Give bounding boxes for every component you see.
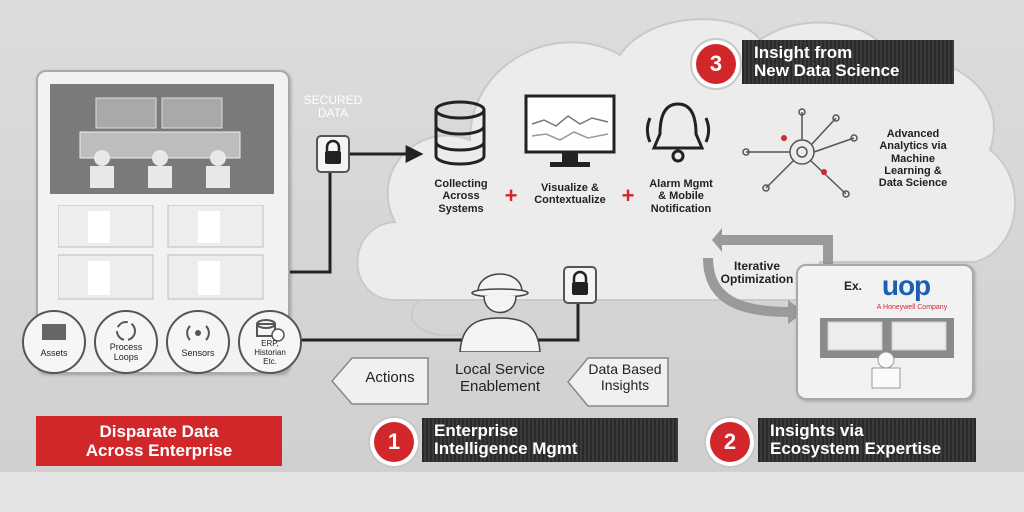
alarm-label: Alarm Mgmt & Mobile Notification: [649, 178, 713, 215]
badge-3-label: Insight from New Data Science: [742, 40, 954, 84]
process-loops-circle: Process Loops: [94, 310, 158, 374]
example-prefix: Ex.: [843, 279, 862, 293]
sensor-icon: [186, 325, 210, 341]
bell-icon: [645, 102, 711, 163]
sensors-circle: Sensors: [166, 310, 230, 374]
badge-1-number: 1: [374, 422, 414, 462]
erp-circle: ERP, Historian Etc.: [238, 310, 302, 374]
cycle-icon: [116, 321, 136, 341]
worker-icon: [459, 273, 541, 352]
database-icon: [434, 100, 486, 166]
local-service-label: Local Service Enablement: [454, 361, 546, 395]
motor-icon: [42, 324, 66, 340]
erp-icon: [256, 319, 285, 342]
visualize-label: Visualize & Contextualize: [534, 182, 606, 207]
insights-label: Data Based Insights: [588, 361, 662, 393]
lock-icon: [316, 135, 350, 173]
connector-line: [288, 300, 580, 342]
actions-arrow: [331, 357, 429, 405]
uop-logo: uop: [881, 270, 931, 301]
source-label: Process Loops: [109, 342, 143, 363]
badge-1-label: Enterprise Intelligence Mgmt: [422, 418, 678, 462]
uop-tagline: A Honeywell Company: [876, 304, 948, 311]
cloud-shape: [356, 18, 1016, 301]
operator-icon: [820, 318, 954, 389]
source-label: ERP, Historian Etc.: [254, 339, 286, 366]
badge-2-label: Insights via Ecosystem Expertise: [758, 418, 976, 462]
plus-sign: +: [621, 183, 635, 208]
tanks-icon: [58, 205, 264, 300]
monitor-icon: [524, 94, 616, 167]
analytics-label: Advanced Analytics via Machine Learning …: [878, 128, 948, 190]
badge-2-number: 2: [710, 422, 750, 462]
disparate-data-label: Disparate Data Across Enterprise: [36, 416, 282, 467]
insights-arrow: [567, 357, 669, 407]
badge-3-number: 3: [696, 44, 736, 84]
source-label: Sensors: [181, 348, 215, 358]
control-room-icon: [50, 84, 274, 194]
source-label: Assets: [40, 348, 68, 358]
actions-label: Actions: [365, 369, 415, 386]
collecting-label: Collecting Across Systems: [434, 178, 488, 215]
connector-line: [288, 172, 332, 274]
assets-circle: Assets: [22, 310, 86, 374]
iterative-label: Iterative Optimization: [720, 259, 794, 287]
network-icon: [742, 108, 858, 198]
lock-icon: [563, 266, 597, 304]
secured-data-label: SECURED DATA: [303, 93, 363, 121]
plus-sign: +: [504, 183, 518, 208]
